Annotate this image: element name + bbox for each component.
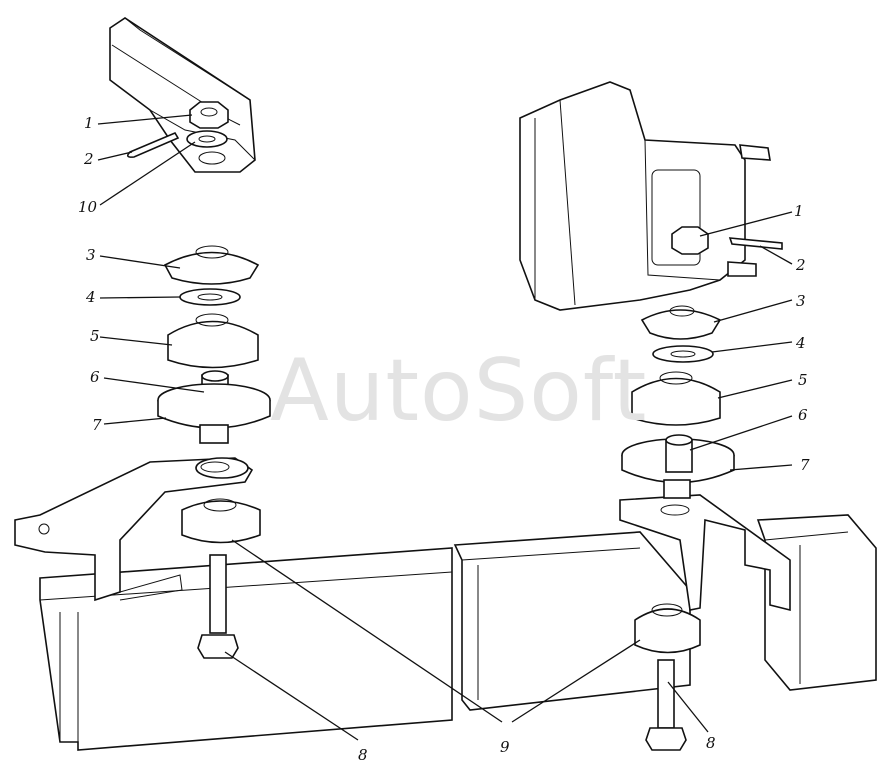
callout-left-6: 6 xyxy=(90,368,100,386)
left-flat-washer-4 xyxy=(179,288,241,306)
right-castle-nut-1 xyxy=(671,226,709,255)
callout-left-10: 10 xyxy=(78,198,98,216)
right-bolt-8 xyxy=(645,659,687,751)
left-lower-cushion-9 xyxy=(181,498,261,544)
right-cotter-pin-2 xyxy=(728,237,783,250)
callout-bottom-8-left: 8 xyxy=(358,746,368,764)
right-cab-support xyxy=(519,81,771,311)
frame-side-member-left xyxy=(39,547,453,751)
right-frame-bracket xyxy=(619,494,791,612)
frame-side-member-middle xyxy=(453,531,691,711)
callout-left-7: 7 xyxy=(92,416,102,434)
right-rubber-cushion-5 xyxy=(631,371,721,426)
right-lower-cushion-9 xyxy=(634,603,701,654)
left-bolt-8 xyxy=(197,554,239,659)
watermark-text: AutoSoft xyxy=(270,341,647,441)
left-body-bracket xyxy=(109,17,256,173)
left-cup-washer-3 xyxy=(163,245,260,285)
left-spring-plate-7 xyxy=(157,383,271,444)
callout-left-4: 4 xyxy=(85,288,96,306)
callout-labels: 1 2 10 3 4 5 6 7 1 2 3 4 5 6 7 8 9 8 xyxy=(78,114,810,764)
callout-left-1: 1 xyxy=(84,114,94,132)
left-cotter-pin-2 xyxy=(126,131,180,158)
callout-bottom-9: 9 xyxy=(500,738,510,756)
right-sleeve-6 xyxy=(665,434,693,473)
callout-right-3: 3 xyxy=(796,292,806,310)
left-rubber-cushion-5 xyxy=(167,313,259,369)
left-castle-nut-1 xyxy=(189,101,229,129)
callout-bottom-8-right: 8 xyxy=(706,734,716,752)
callout-right-4: 4 xyxy=(795,334,806,352)
callout-right-7: 7 xyxy=(800,456,810,474)
leader-lines xyxy=(97,114,793,741)
right-cup-washer-3 xyxy=(640,305,722,340)
right-flat-washer-4 xyxy=(652,345,714,363)
callout-left-5: 5 xyxy=(90,327,100,345)
callout-right-2: 2 xyxy=(795,256,806,274)
callout-right-6: 6 xyxy=(798,406,808,424)
left-washer-10 xyxy=(186,130,228,148)
left-frame-bracket xyxy=(14,457,254,602)
callout-right-1: 1 xyxy=(794,202,804,220)
callout-right-5: 5 xyxy=(798,371,808,389)
callout-left-3: 3 xyxy=(86,246,96,264)
callout-left-2: 2 xyxy=(83,150,94,168)
